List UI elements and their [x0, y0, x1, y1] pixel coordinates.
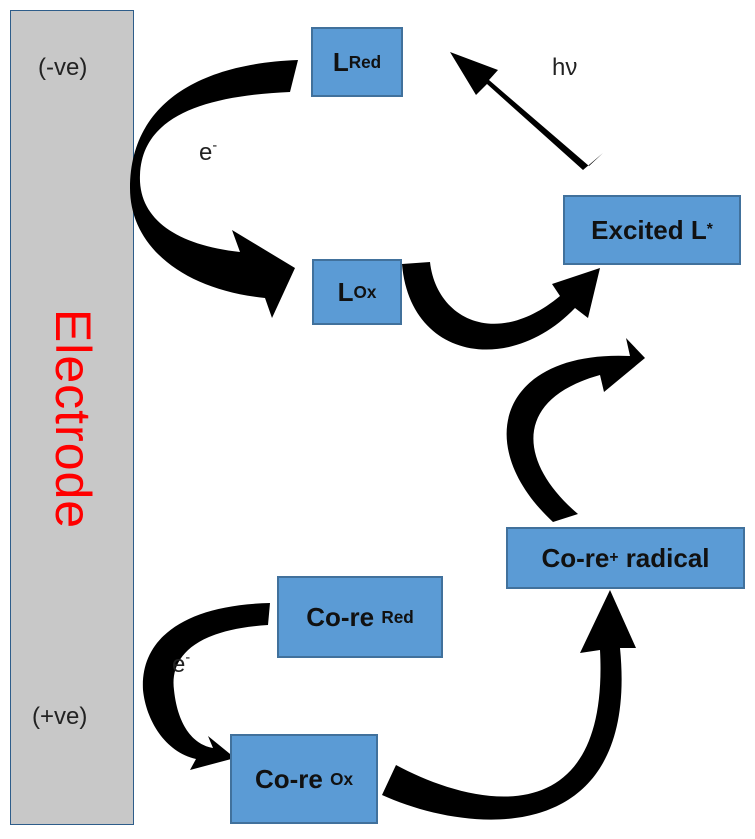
arrow-lox-to-excited [402, 262, 600, 350]
electron-bottom-sup: - [185, 650, 191, 666]
negative-pole-label: (-ve) [38, 54, 88, 81]
box-excited-sup: * [706, 221, 713, 238]
electron-label-top: e- [199, 138, 217, 167]
positive-pole-label: (+ve) [32, 703, 88, 730]
box-l-ox-main: L [337, 276, 354, 307]
box-l-ox-sub: Ox [353, 281, 377, 302]
arrow-radical-to-excited [506, 338, 645, 522]
electron-bottom-main: e [172, 651, 186, 679]
box-core-red-sub: Red [381, 606, 414, 627]
box-core-ox-main: Co-re [254, 763, 331, 794]
box-core-red: Co-re Red [277, 576, 443, 658]
arrow-corered-to-coreox [142, 603, 270, 770]
box-radical-sup: + [609, 549, 619, 566]
arrow-lred-to-lox [130, 60, 298, 318]
box-core-radical: Co-re+ radical [506, 527, 745, 589]
arrow-excited-to-lred [450, 52, 603, 170]
electron-top-main: e [199, 139, 213, 167]
arrow-coreox-to-radical [382, 590, 636, 820]
box-core-ox-sub: Ox [330, 768, 353, 789]
box-core-red-main: Co-re [306, 601, 382, 632]
box-core-ox: Co-re Ox [230, 734, 378, 824]
electrode-bar: Electrode [10, 10, 134, 825]
box-radical-tail: radical [618, 542, 710, 573]
electron-top-sup: - [212, 138, 218, 154]
box-radical-main: Co-re [541, 542, 610, 573]
box-excited-main: Excited L [591, 214, 707, 245]
box-excited-l: Excited L* [563, 195, 741, 265]
photon-label: hν [552, 54, 578, 81]
box-l-red-sub: Red [348, 51, 382, 72]
electron-label-bottom: e- [172, 650, 190, 679]
box-l-red-main: L [332, 46, 349, 77]
